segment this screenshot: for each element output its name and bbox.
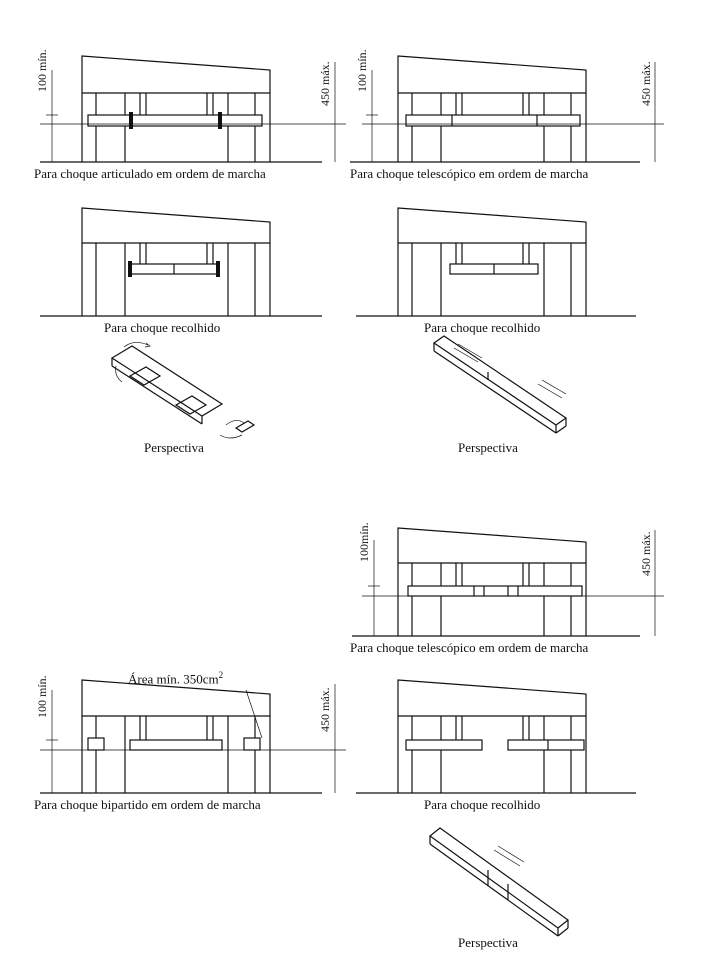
- caption-retracted-bottom: Para choque recolhido: [424, 797, 541, 812]
- dimension-min-3: 100mín.: [357, 522, 371, 562]
- caption-telescopic-marching-2: Para choque telescópico em ordem de marc…: [350, 640, 589, 655]
- caption-bipartite-marching: Para choque bipartido em ordem de marcha: [34, 797, 261, 812]
- figure-perspective-bottom: [429, 827, 569, 937]
- figure-bipartite-marching: [40, 679, 346, 794]
- area-min-label: Área mín. 350cm2: [128, 668, 223, 686]
- dimension-max-1: 450 máx.: [318, 61, 332, 106]
- dimension-max-4: 450 máx.: [318, 687, 332, 732]
- figure-retracted-right: [356, 207, 636, 317]
- dimension-max-2: 450 máx.: [639, 61, 653, 106]
- area-min-text: Área mín. 350cm: [128, 671, 219, 687]
- figure-articulated-marching: [40, 55, 346, 163]
- figure-perspective-left: [110, 342, 256, 439]
- caption-retracted-right: Para choque recolhido: [424, 320, 541, 335]
- dimension-min-2: 100 mín.: [355, 49, 369, 92]
- figure-telescopic-marching: [350, 55, 664, 163]
- figure-perspective-right: [432, 335, 568, 434]
- caption-perspective-right: Perspectiva: [458, 440, 518, 455]
- dimension-max-3: 450 máx.: [639, 531, 653, 576]
- caption-retracted-left: Para choque recolhido: [104, 320, 221, 335]
- caption-articulated-marching: Para choque articulado em ordem de march…: [34, 166, 266, 181]
- caption-perspective-left: Perspectiva: [144, 440, 204, 455]
- caption-telescopic-marching: Para choque telescópico em ordem de marc…: [350, 166, 589, 181]
- dimension-min-4: 100 mín.: [35, 675, 49, 718]
- area-unit-exponent: 2: [218, 670, 224, 680]
- figure-retracted-bottom: [356, 679, 636, 794]
- caption-perspective-bottom: Perspectiva: [458, 935, 518, 950]
- figure-retracted-left: [40, 207, 322, 317]
- figure-telescopic-marching-2: [352, 527, 664, 637]
- dimension-min-1: 100 mín.: [35, 49, 49, 92]
